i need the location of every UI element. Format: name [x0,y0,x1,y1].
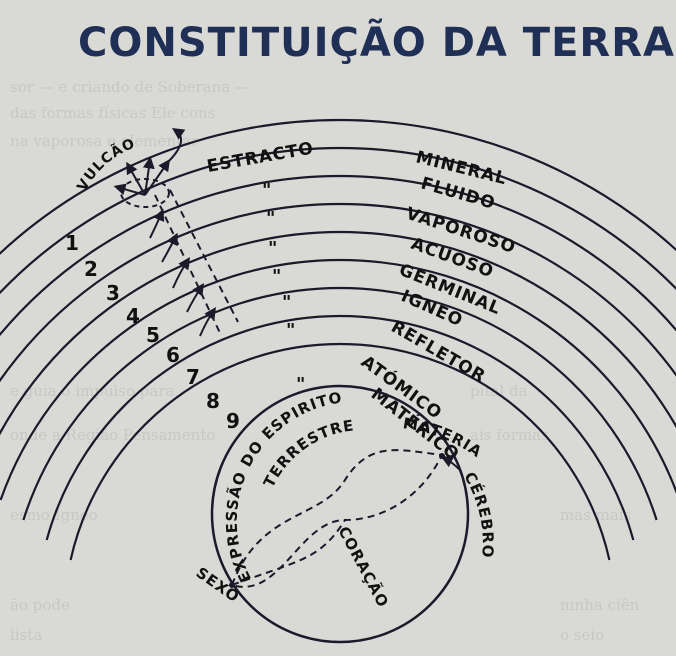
ditto-mark-7: " [286,320,295,341]
stratum-label: ESTRACTO [205,138,315,176]
layer-arc-9 [69,342,611,561]
layer-arc-5 [0,230,676,436]
layer-arc-6 [0,258,676,501]
layer-flow-arrows [149,208,216,337]
svg-text:sor — e criando de Soberana —: sor — e criando de Soberana — [10,78,250,96]
layer-number-4: 4 [126,304,140,328]
svg-text:ão pode: ão pode [10,596,70,614]
svg-text:pital da: pital da [470,382,528,400]
ditto-mark-6: " [282,292,291,313]
ditto-mark-4: " [268,238,277,259]
spirit-expression-label: EXPRESSÃO DO ESPIRITO [223,388,344,585]
svg-text:onde a Região Pensamento: onde a Região Pensamento [10,426,215,444]
svg-text:lista: lista [10,626,42,644]
layer-number-1: 1 [65,231,79,255]
svg-text:o seio: o seio [560,626,604,644]
layer-arc-3 [0,174,676,337]
layer-arc-8 [45,314,635,541]
layer-arc-7 [22,286,658,521]
heart-label: CORAÇÃO [334,523,393,611]
layer-number-6: 6 [166,343,180,367]
layer-arcs [0,118,676,561]
svg-text:na vaporosa e elementar: na vaporosa e elementar [10,132,199,150]
brain-label: CÉREBRO [460,469,497,559]
layer-arc-1 [0,118,676,255]
layer-number-3: 3 [106,281,120,305]
layer-arc-4 [0,202,676,383]
background-text-texture: sor — e criando de Soberana — das formas… [10,78,640,644]
page-title: CONSTITUIÇÃO DA TERRA [78,17,675,66]
layer-arc-2 [0,146,676,295]
ditto-mark-3: " [266,208,275,229]
layer-number-7: 7 [186,365,200,389]
svg-text:e guia o impulso para: e guia o impulso para [10,382,175,400]
layer-number-5: 5 [146,323,160,347]
ditto-mark-2: " [262,180,271,201]
layer-number-8: 8 [206,389,220,413]
layer-number-2: 2 [84,257,98,281]
volcano-arrows [113,128,186,196]
ditto-mark-5: " [272,266,281,287]
ditto-mark-8: " [296,374,305,395]
svg-text:das formas físicas Ele cons: das formas físicas Ele cons [10,104,215,122]
svg-text:ninha ciên: ninha ciên [560,596,640,614]
layer-number-9: 9 [226,409,240,433]
spirit-circle [210,384,470,644]
svg-text:ais formas: ais formas [470,426,549,444]
